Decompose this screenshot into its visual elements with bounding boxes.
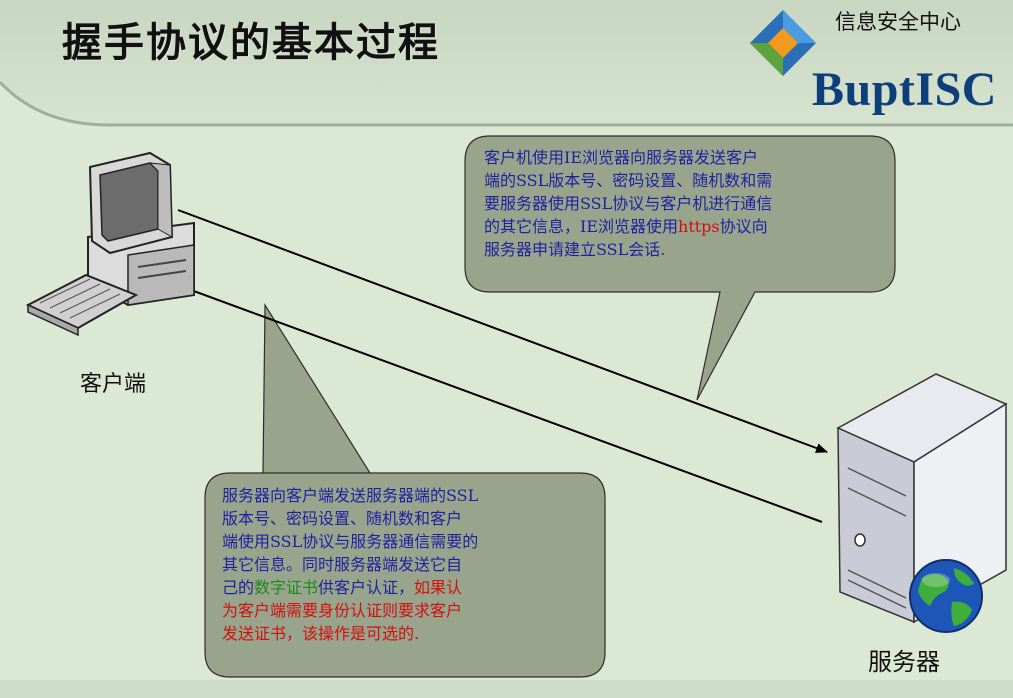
client-label: 客户端 xyxy=(80,372,147,397)
top-bubble-line: 服务器申请建立SSL会话. xyxy=(484,240,666,259)
bottom-bubble-line-head: 己的 xyxy=(222,578,255,597)
bottom-bubble-line: 其它信息。同时服务器端发送它自 xyxy=(222,555,463,574)
digital-cert-text: 数字证书 xyxy=(254,578,319,597)
client-computer-icon xyxy=(25,151,195,337)
logo-name: BuptISC xyxy=(812,63,997,116)
slide-title: 握手协议的基本过程 xyxy=(62,20,440,66)
server-label: 服务器 xyxy=(868,648,940,676)
server-icon xyxy=(836,373,1008,624)
bottom-bubble-line: 己的数字证书供客户认证，如果认 xyxy=(222,576,602,599)
optional-auth-text: 如果认 xyxy=(414,578,463,597)
top-bubble-line-tail: 协议向 xyxy=(719,217,768,236)
top-bubble-line-head: 的其它信息，IE浏览器使用 xyxy=(484,217,679,236)
bottom-bubble-line: 版本号、密码设置、随机数和客户 xyxy=(222,509,463,528)
bottom-bubble-shape xyxy=(204,302,606,678)
bottom-bubble-line-mid: 供客户认证， xyxy=(318,578,415,597)
logo-subtitle: 信息安全中心 xyxy=(835,10,961,34)
top-bubble-line: 端的SSL版本号、密码设置、随机数和需 xyxy=(484,171,773,190)
bottom-bubble-line: 服务器向客户端发送服务器端的SSL xyxy=(222,486,479,505)
https-text: https xyxy=(678,217,720,236)
footer-band xyxy=(0,680,1013,698)
server-to-client-arrow xyxy=(171,282,823,523)
top-bubble-line: 客户机使用IE浏览器向服务器发送客户 xyxy=(484,148,759,167)
header-band xyxy=(0,0,1013,125)
bottom-bubble-text: 服务器向客户端发送服务器端的SSL 版本号、密码设置、随机数和客户 端使用SSL… xyxy=(222,484,602,645)
client-to-server-arrow xyxy=(177,209,828,453)
top-bubble-line: 要服务器使用SSL协议与客户机进行通信 xyxy=(484,194,773,213)
header-swoosh xyxy=(0,80,1013,127)
top-bubble-shape xyxy=(464,135,896,401)
logo-diamond-icon xyxy=(750,10,816,76)
bottom-bubble-line: 端使用SSL协议与服务器通信需要的 xyxy=(222,532,479,551)
globe-icon xyxy=(909,559,983,633)
bottom-bubble-line-red: 发送证书，该操作是可选的. xyxy=(222,624,420,643)
top-bubble-line: 的其它信息，IE浏览器使用https协议向 xyxy=(484,215,884,238)
bottom-bubble-line-red: 为客户端需要身份认证则要求客户 xyxy=(222,601,463,620)
top-bubble-text: 客户机使用IE浏览器向服务器发送客户 端的SSL版本号、密码设置、随机数和需 要… xyxy=(484,146,884,261)
